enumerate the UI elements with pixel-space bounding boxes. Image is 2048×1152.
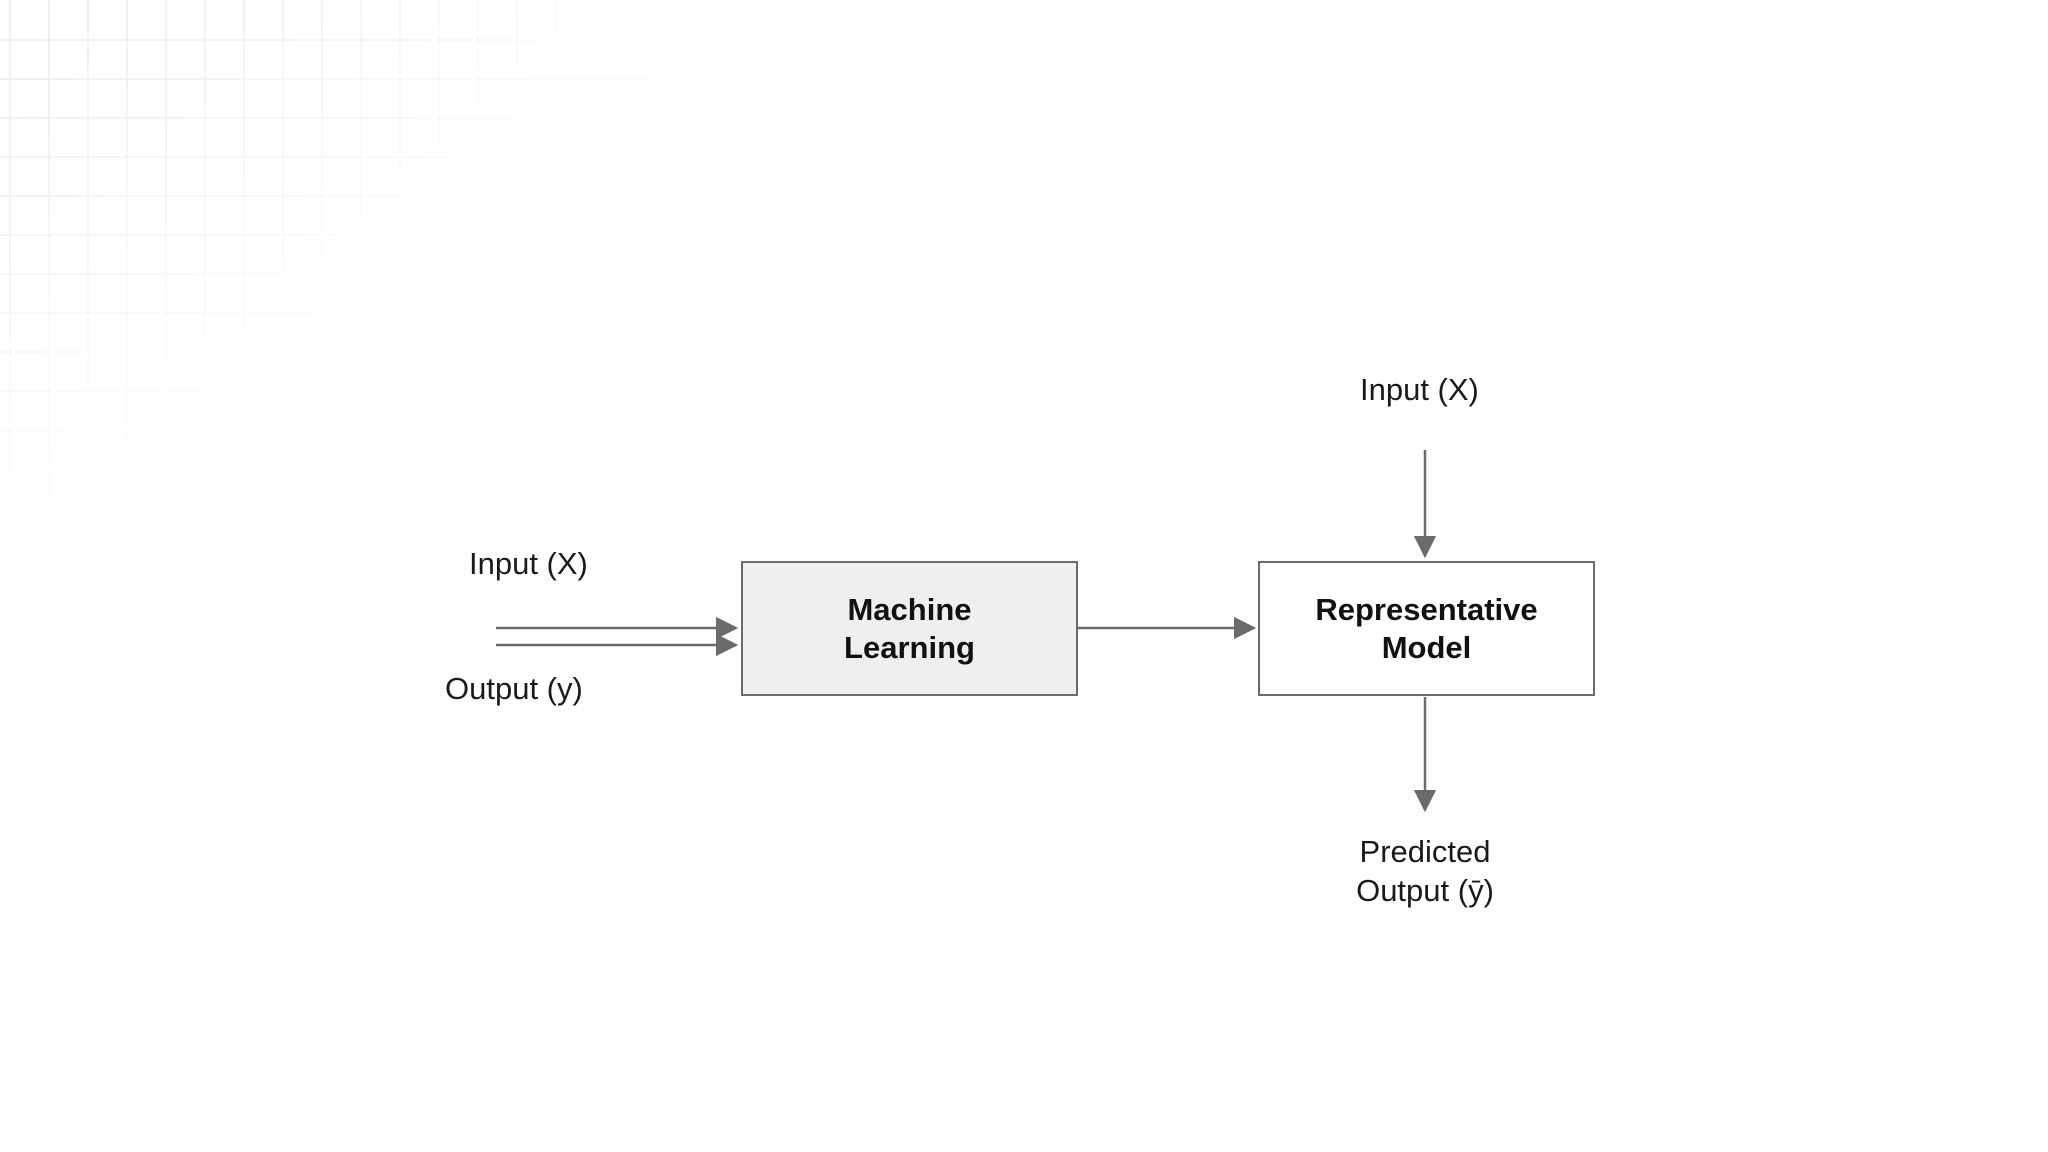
predicted-output-label: Predicted Output (ȳ) (1325, 833, 1525, 911)
predicted-output-line: Output (ȳ) (1356, 872, 1494, 908)
model-input-label: Input (X) (1360, 372, 1479, 407)
machine-learning-label: Machine Learning (844, 591, 975, 665)
machine-learning-block: Machine Learning (741, 561, 1078, 696)
output-y-label: Output (y) (445, 671, 583, 706)
input-x-label: Input (X) (469, 546, 588, 581)
representative-model-block: Representative Model (1258, 561, 1595, 696)
predicted-line: Predicted (1359, 834, 1491, 869)
representative-model-label: Representative Model (1315, 591, 1538, 665)
